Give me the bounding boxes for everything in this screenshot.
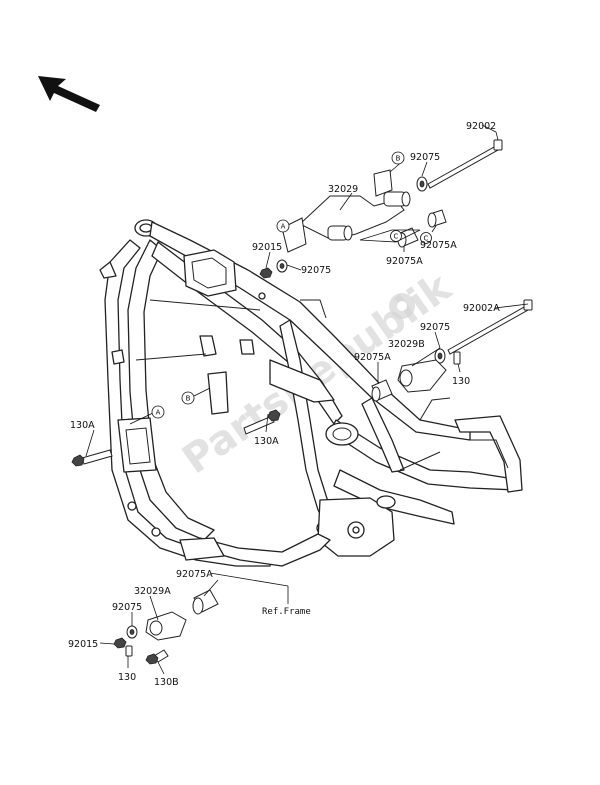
label-32029A: 32029A (134, 586, 171, 597)
label-92015-top: 92015 (252, 242, 282, 253)
label-92075-bottom: 92075 (112, 602, 142, 613)
label-92075-top: 92075 (410, 152, 440, 163)
right-engine-mount-assembly (371, 299, 533, 402)
svg-text:A: A (156, 409, 161, 417)
motorcycle-frame (99, 219, 523, 567)
label-92075A-mid: 92075A (386, 256, 423, 267)
label-92075-mid: 92075 (301, 265, 331, 276)
label-130A-left: 130A (70, 420, 95, 431)
upper-engine-mount-assembly (259, 139, 503, 279)
label-ref-frame: Ref.Frame (262, 607, 311, 617)
svg-text:C: C (424, 235, 429, 243)
label-92015-bottom: 92015 (68, 639, 98, 650)
label-92002A: 92002A (463, 303, 500, 314)
gear-logo-icon (389, 293, 415, 319)
callout-A-top: A (276, 219, 290, 233)
callout-B-frame: B (181, 391, 195, 405)
callout-B-top: B (391, 151, 405, 165)
svg-text:C: C (394, 233, 399, 241)
label-92075-right: 92075 (420, 322, 450, 333)
svg-text:A: A (281, 223, 286, 231)
lower-engine-mount-assembly (113, 589, 219, 665)
label-92002: 92002 (466, 121, 496, 132)
label-32029: 32029 (328, 184, 358, 195)
label-92075A-right: 92075A (354, 352, 391, 363)
label-130-bottom: 130 (118, 672, 136, 683)
label-32029B: 32029B (388, 339, 425, 350)
svg-text:B: B (186, 395, 191, 403)
label-92075A-bottom: 92075A (176, 569, 213, 580)
direction-arrow-icon (38, 76, 100, 112)
label-130-right: 130 (452, 376, 470, 387)
callout-C-top-1: C (420, 232, 432, 244)
left-frame-bolts (71, 409, 281, 467)
leader-lines (85, 124, 529, 675)
label-130A-center: 130A (254, 436, 279, 447)
label-92075A-top: 92075A (420, 240, 457, 251)
label-130B: 130B (154, 677, 179, 688)
callout-C-top-2: C (390, 230, 402, 242)
svg-text:B: B (396, 155, 401, 163)
callout-A-frame: A (151, 405, 165, 419)
